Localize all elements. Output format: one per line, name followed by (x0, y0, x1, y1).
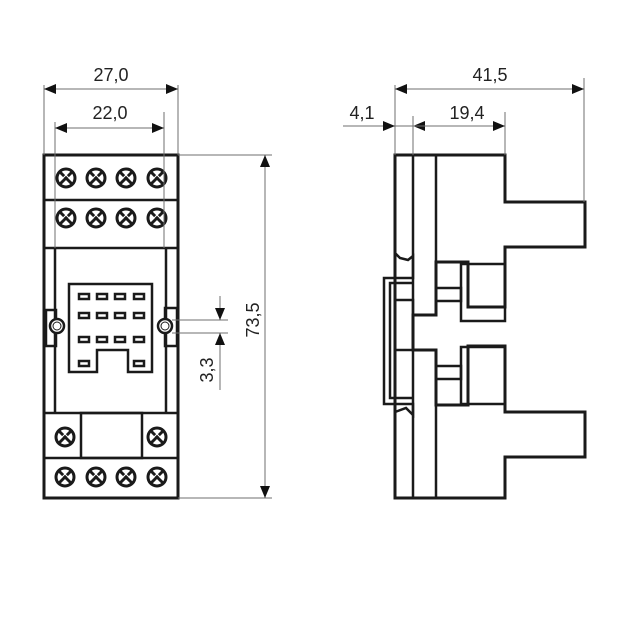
pin-slot (132, 292, 146, 301)
pin-slot (113, 311, 127, 320)
dimension-offset: 3,3 (172, 296, 228, 390)
pin-slot (77, 311, 91, 320)
pin-socket-outline (67, 282, 154, 374)
screw-terminal-icon (55, 207, 77, 229)
mounting-hole-left (48, 317, 66, 335)
pin-slot (77, 292, 91, 301)
pin-slot (113, 292, 127, 301)
pin-slot (77, 359, 91, 368)
pin-slot (95, 292, 109, 301)
mounting-hole-right-inner (160, 321, 170, 331)
screw-terminal-icon (54, 426, 76, 448)
screw-terminal-icon (54, 466, 76, 488)
screw-terminal-icon (146, 466, 168, 488)
pin-slot (132, 359, 146, 368)
dimension-label: 27,0 (93, 65, 128, 85)
pin-slot (95, 335, 109, 344)
dimension-overall-depth: 41,5 (394, 65, 585, 202)
pin-connector (434, 286, 463, 303)
pin-slot (113, 335, 127, 344)
din-rail-clip (382, 252, 415, 419)
dimension-label: 3,3 (197, 357, 217, 382)
pin-connector (434, 364, 463, 381)
mounting-hole-left-inner (52, 321, 62, 331)
side-view: 41,5 4,1 19,4 (343, 65, 587, 500)
screw-terminal-icon (115, 207, 137, 229)
dimension-label: 4,1 (349, 103, 374, 123)
screw-terminal-icon (55, 167, 77, 189)
screw-terminal-icon (146, 207, 168, 229)
pin-block (459, 345, 507, 406)
dimension-inner-width: 22,0 (54, 103, 165, 248)
pin-block (459, 262, 507, 323)
pin-slot (132, 335, 146, 344)
screw-terminal-icon (85, 207, 107, 229)
dimension-label: 41,5 (472, 65, 507, 85)
screw-terminal-icon (146, 167, 168, 189)
screw-terminal-icon (115, 466, 137, 488)
front-view: 27,0 22,0 73,5 3,3 (42, 65, 272, 500)
pin-slot (132, 311, 146, 320)
screw-terminal-icon (85, 167, 107, 189)
side-profile-outline (393, 153, 587, 500)
dimension-label: 19,4 (449, 103, 484, 123)
dimension-label: 22,0 (92, 103, 127, 123)
screw-terminal-icon (146, 426, 168, 448)
screw-terminal-icon (115, 167, 137, 189)
dimension-body-depth: 19,4 (413, 103, 506, 155)
pin-grid (77, 292, 146, 368)
dimension-overall-height: 73,5 (178, 154, 272, 499)
pin-slot (95, 311, 109, 320)
pin-slot (77, 335, 91, 344)
dimension-overall-width: 27,0 (43, 65, 179, 155)
screw-terminal-icon (85, 466, 107, 488)
rail-latch (393, 298, 415, 352)
din-rail-clip-inner (388, 281, 413, 400)
dimension-rail-offset: 4,1 (343, 103, 425, 155)
dimension-label: 73,5 (243, 302, 263, 337)
mounting-hole-right (156, 317, 174, 335)
